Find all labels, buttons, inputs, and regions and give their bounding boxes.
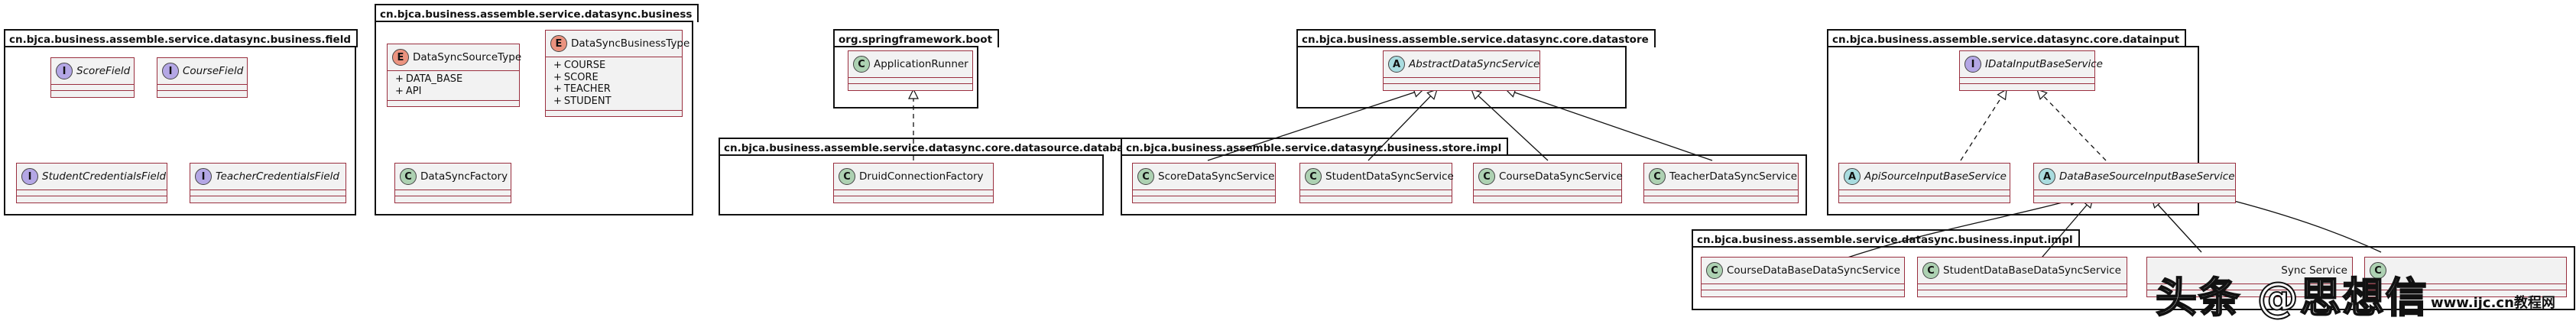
package-label: cn.bjca.business.assemble.service.datasy… [719, 138, 1144, 156]
edge-fourth-extends-database [2213, 196, 2382, 253]
edge-api-implements-interface [1960, 89, 2007, 161]
class-name: IDataInputBaseService [1985, 58, 2103, 70]
enum-value: +TEACHER [553, 83, 611, 95]
class-icon: C [1305, 168, 1322, 185]
class-icon: C [400, 168, 417, 185]
class-name: DruidConnectionFactory [859, 170, 984, 183]
class-name: DataSyncFactory [420, 170, 508, 183]
interface-icon: I [195, 168, 212, 185]
class-name: StudentDataSyncService [1325, 170, 1454, 183]
class-name: CourseDataBaseDataSyncService [1727, 264, 1900, 277]
package-label: cn.bjca.business.assemble.service.datasy… [1827, 29, 2187, 47]
relationship-edges [0, 0, 2382, 268]
class-name: TeacherCredentialsField [216, 170, 339, 183]
abstract-icon: A [1388, 56, 1405, 73]
class-icon: C [2370, 262, 2386, 279]
class-name: Sync Service [2281, 264, 2347, 277]
edge-course-extends-abstract [1471, 89, 1549, 161]
class-name: DataSyncBusinessType [571, 37, 690, 50]
enum-data-sync-business-type[interactable]: E DataSyncBusinessType +COURSE +SCORE +TE… [545, 30, 689, 117]
edge-score-extends-abstract [1207, 89, 1423, 161]
class-icon: C [1649, 168, 1666, 185]
enum-data-sync-source-type[interactable]: E DataSyncSourceType +DATA_BASE +API [387, 44, 522, 107]
class-i-data-input-base-service[interactable]: I IDataInputBaseService [1959, 50, 2103, 91]
class-course-field[interactable]: I CourseField [157, 57, 248, 98]
package-label: cn.bjca.business.assemble.service.datasy… [375, 4, 699, 22]
class-score-data-sync-service[interactable]: C ScoreDataSyncService [1132, 163, 1276, 203]
interface-icon: I [56, 63, 73, 79]
class-hidden-sync-service[interactable]: C [2364, 257, 2567, 297]
edge-student-extends-abstract [1367, 89, 1437, 161]
class-name: AbstractDataSyncService [1409, 58, 1540, 70]
class-name: TeacherDataSyncService [1669, 170, 1798, 183]
enum-value: +DATA_BASE [395, 73, 463, 85]
class-name: ApplicationRunner [874, 58, 968, 70]
class-name: ApiSourceInputBaseService [1864, 170, 2007, 183]
class-course-database-data-sync-service[interactable]: C CourseDataBaseDataSyncService [1701, 257, 1905, 297]
class-student-database-data-sync-service[interactable]: C StudentDataBaseDataSyncService [1917, 257, 2127, 297]
enum-icon: E [550, 35, 567, 52]
package-label: cn.bjca.business.assemble.service.datasy… [4, 29, 358, 47]
edge-student-db-extends-database [2033, 198, 2093, 268]
class-name: ScoreField [76, 65, 131, 77]
edge-third-extends-database [2152, 198, 2202, 253]
enum-value: +SCORE [553, 71, 599, 83]
enum-value: +STUDENT [553, 95, 612, 107]
enum-value: +API [395, 85, 422, 97]
class-icon: C [839, 168, 855, 185]
class-application-runner[interactable]: C ApplicationRunner [848, 50, 973, 91]
edge-database-implements-interface [2037, 89, 2107, 161]
class-partial-sync-service[interactable]: Sync Service [2146, 257, 2353, 297]
edge-course-db-extends-database [1818, 198, 2079, 268]
class-icon: C [1478, 168, 1495, 185]
class-abstract-data-sync-service[interactable]: A AbstractDataSyncService [1383, 50, 1540, 91]
class-course-data-sync-service[interactable]: C CourseDataSyncService [1473, 163, 1623, 203]
edge-teacher-extends-abstract [1506, 89, 1713, 161]
package-label: cn.bjca.business.assemble.service.datasy… [1121, 138, 1509, 156]
interface-icon: I [1964, 56, 1981, 73]
abstract-icon: A [1844, 168, 1861, 185]
class-database-source-input-base-service[interactable]: A DataBaseSourceInputBaseService [2033, 163, 2236, 203]
class-druid-connection-factory[interactable]: C DruidConnectionFactory [833, 163, 994, 203]
class-name: StudentDataBaseDataSyncService [1943, 264, 2121, 277]
package-label: cn.bjca.business.assemble.service.datasy… [1296, 29, 1656, 47]
interface-icon: I [162, 63, 179, 79]
interface-icon: I [21, 168, 38, 185]
class-student-credentials-field[interactable]: I StudentCredentialsField [16, 163, 167, 203]
class-name: CourseField [183, 65, 244, 77]
class-icon: C [1922, 262, 1939, 279]
enum-icon: E [392, 49, 409, 66]
watermark-text: 头条 @思想信 [2155, 273, 2428, 322]
class-name: DataBaseSourceInputBaseService [2059, 170, 2235, 183]
class-name: ScoreDataSyncService [1158, 170, 1275, 183]
class-name: CourseDataSyncService [1499, 170, 1623, 183]
abstract-icon: A [2039, 168, 2055, 185]
package-label: cn.bjca.business.assemble.service.datasy… [1692, 229, 2080, 248]
class-name: DataSyncSourceType [413, 51, 522, 63]
class-name: StudentCredentialsField [42, 170, 167, 183]
class-icon: C [853, 56, 870, 73]
class-teacher-credentials-field[interactable]: I TeacherCredentialsField [190, 163, 346, 203]
class-icon: C [1137, 168, 1154, 185]
package-label: org.springframework.boot [833, 29, 1000, 47]
enum-value: +COURSE [553, 60, 606, 71]
watermark-url: www.ijc.cn教程网 [2431, 295, 2555, 311]
class-icon: C [1706, 262, 1723, 279]
